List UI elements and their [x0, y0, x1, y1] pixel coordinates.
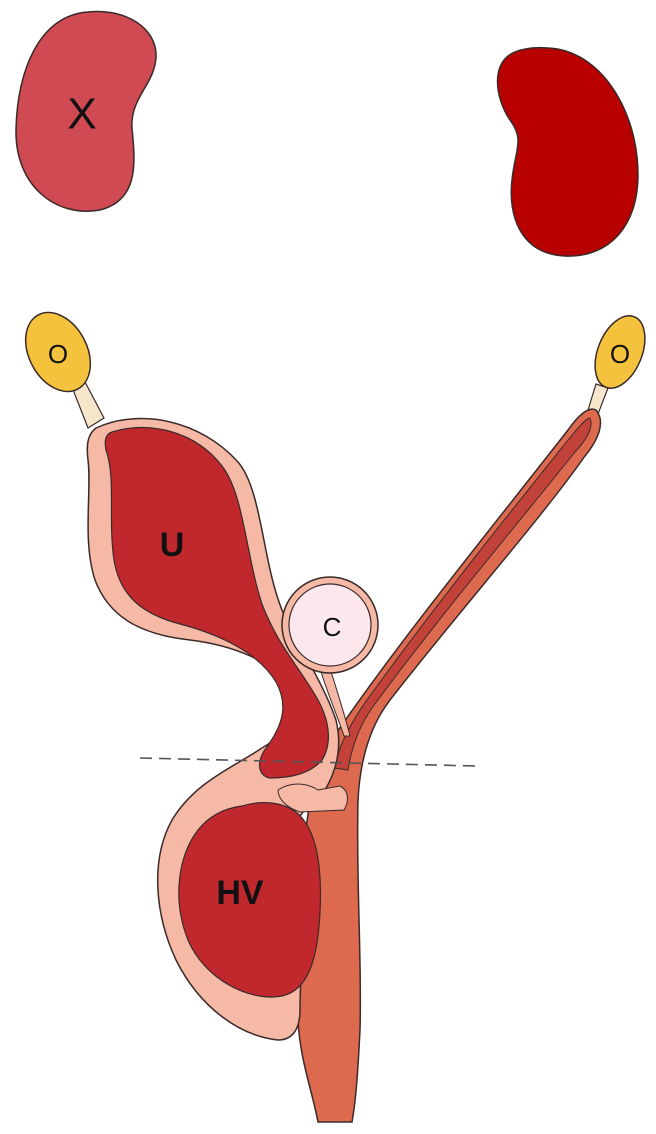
left-ovary-group: O: [24, 311, 105, 429]
right-kidney-shape: [496, 46, 639, 257]
hematocolpos-lumen: [178, 802, 322, 998]
right-hemi-uterus: [296, 408, 602, 1123]
right-ovary-label: O: [610, 339, 630, 369]
left-kidney: X: [15, 10, 157, 212]
left-kidney-shape: [15, 10, 157, 212]
hematocolpos-label: HV: [216, 874, 264, 912]
right-kidney: [496, 46, 639, 257]
hematocolpos: HV: [178, 783, 348, 998]
right-horn-lumen: [333, 417, 592, 771]
right-horn-outer: [296, 408, 602, 1123]
cyst-inner: [288, 583, 372, 667]
cyst-stalk: [319, 667, 351, 737]
cyst-label: C: [323, 612, 342, 642]
cyst: C: [281, 576, 379, 737]
absent-kidney-label: X: [67, 90, 96, 139]
right-ovary-group: O: [587, 315, 646, 415]
left-ovary: [24, 311, 92, 393]
left-ovary-label: O: [48, 339, 68, 369]
right-ovary: [594, 315, 646, 389]
left-uterus-lumen: [104, 426, 329, 779]
hematocolpos-septum-tissue: [277, 783, 348, 813]
left-uterus-label: U: [160, 526, 185, 564]
